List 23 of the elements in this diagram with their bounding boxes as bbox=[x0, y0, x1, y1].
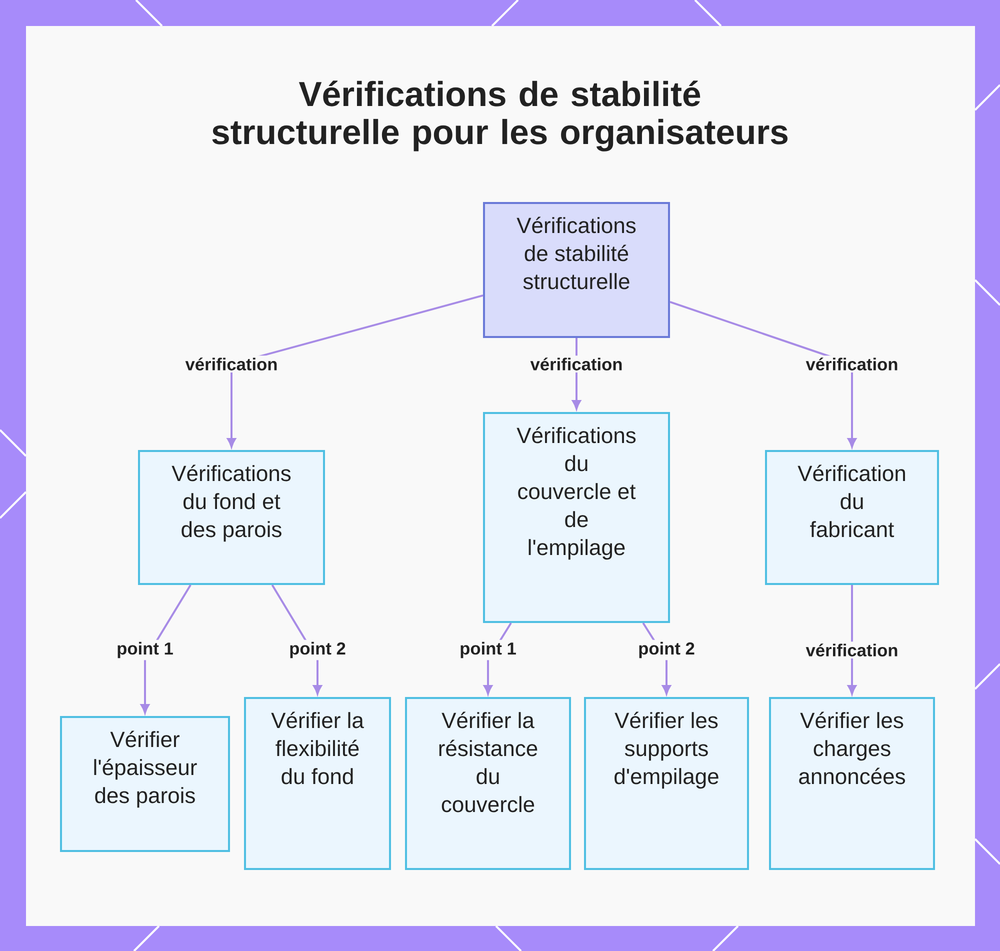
edge-label: vérification bbox=[183, 356, 280, 372]
arrow bbox=[572, 338, 581, 410]
edge-label: point 2 bbox=[636, 640, 697, 660]
edge-label: vérification bbox=[804, 642, 900, 658]
process-box: Vérifications du fond et des parois bbox=[138, 450, 325, 585]
edge-label: vérification bbox=[528, 356, 625, 372]
process-box: Vérifications de stabilité structurelle bbox=[483, 202, 670, 338]
edge-label: point 1 bbox=[114, 640, 176, 660]
arrow bbox=[140, 584, 192, 714]
process-box: Vérifier la flexibilité du fond bbox=[244, 697, 391, 870]
process-box: Vérifier l'épaisseur des parois bbox=[60, 716, 230, 852]
edge-label: point 1 bbox=[458, 640, 518, 660]
arrow bbox=[848, 585, 856, 694]
title: Vérifications de stabilité structurelle pour les organisateurs bbox=[212, 80, 788, 152]
process-box: Vérifier les supports d'empilage bbox=[584, 697, 749, 870]
edge-label: point 2 bbox=[287, 640, 348, 660]
process-box: Vérification du fabricant bbox=[765, 450, 939, 585]
process-box: Vérifications du couvercle et de l'empilage bbox=[483, 412, 670, 623]
process-box: Vérifier la résistance du couvercle bbox=[405, 697, 571, 870]
edge-label: vérification bbox=[804, 356, 900, 372]
process-box: Vérifier les charges annoncées bbox=[769, 697, 935, 870]
arrow bbox=[670, 300, 856, 448]
arrow bbox=[227, 294, 484, 448]
